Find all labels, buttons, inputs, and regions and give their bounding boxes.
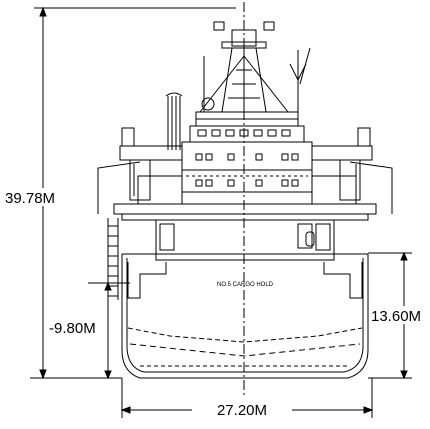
breadth-dimension-line	[120, 378, 374, 418]
funnel-pipes	[165, 92, 183, 150]
overall-height-label: 39.78M	[5, 190, 55, 207]
starboard-davit	[339, 159, 393, 214]
draft-label: -9.80M	[49, 320, 96, 337]
port-davit	[97, 159, 151, 214]
superstructure	[119, 111, 373, 205]
bridge-windows	[195, 129, 299, 187]
depth-label: 13.60M	[371, 308, 421, 325]
foremast-arrow	[289, 47, 311, 112]
hold-label: NO.5 CARGO HOLD	[217, 282, 274, 288]
hull	[121, 253, 369, 379]
accommodation-ladder	[107, 218, 119, 300]
breadth-label: 27.20M	[217, 402, 267, 419]
radar-mast	[199, 21, 289, 113]
main-deck	[113, 203, 377, 261]
